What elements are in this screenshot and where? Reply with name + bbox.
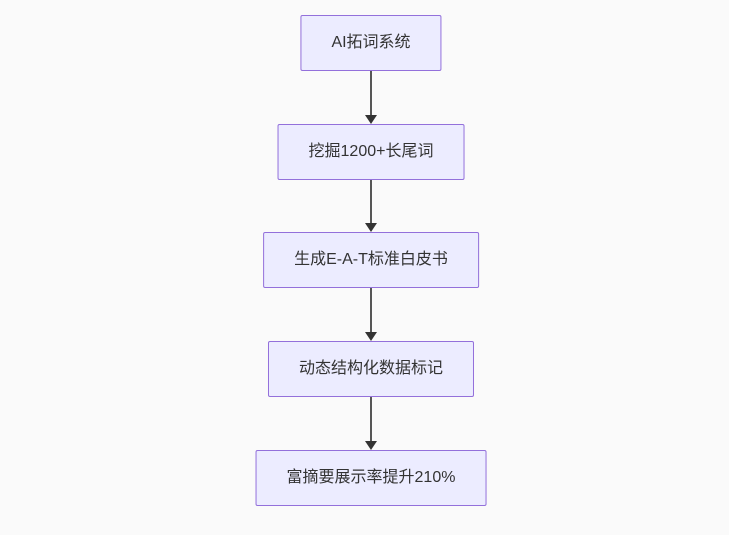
node-label: 挖掘1200+长尾词	[308, 143, 434, 160]
edge-line	[370, 71, 372, 115]
node-label: AI拓词系统	[331, 34, 411, 51]
edge-arrow-step1-to-step2	[365, 71, 377, 124]
flowchart-node-dynamic-structured-data-markup: 动态结构化数据标记	[267, 341, 475, 397]
arrowhead-down-icon	[365, 223, 377, 232]
edge-line	[370, 180, 372, 223]
flowchart-node-ai-word-expansion-system: AI拓词系统	[300, 15, 442, 71]
arrowhead-down-icon	[365, 332, 377, 341]
edge-arrow-step4-to-step5	[365, 397, 377, 450]
edge-arrow-step3-to-step4	[365, 288, 377, 341]
arrowhead-down-icon	[365, 115, 377, 124]
node-label: 富摘要展示率提升210%	[286, 469, 456, 486]
node-label: 动态结构化数据标记	[298, 360, 444, 377]
flowchart-node-mine-longtail-keywords: 挖掘1200+长尾词	[277, 124, 465, 180]
edge-arrow-step2-to-step3	[365, 180, 377, 232]
flowchart-node-generate-eat-whitepaper: 生成E-A-T标准白皮书	[263, 232, 479, 288]
edge-line	[370, 397, 372, 441]
edge-line	[370, 288, 372, 332]
flowchart-node-rich-snippet-rate-increase: 富摘要展示率提升210%	[255, 450, 487, 506]
node-label: 生成E-A-T标准白皮书	[294, 251, 448, 268]
arrowhead-down-icon	[365, 441, 377, 450]
